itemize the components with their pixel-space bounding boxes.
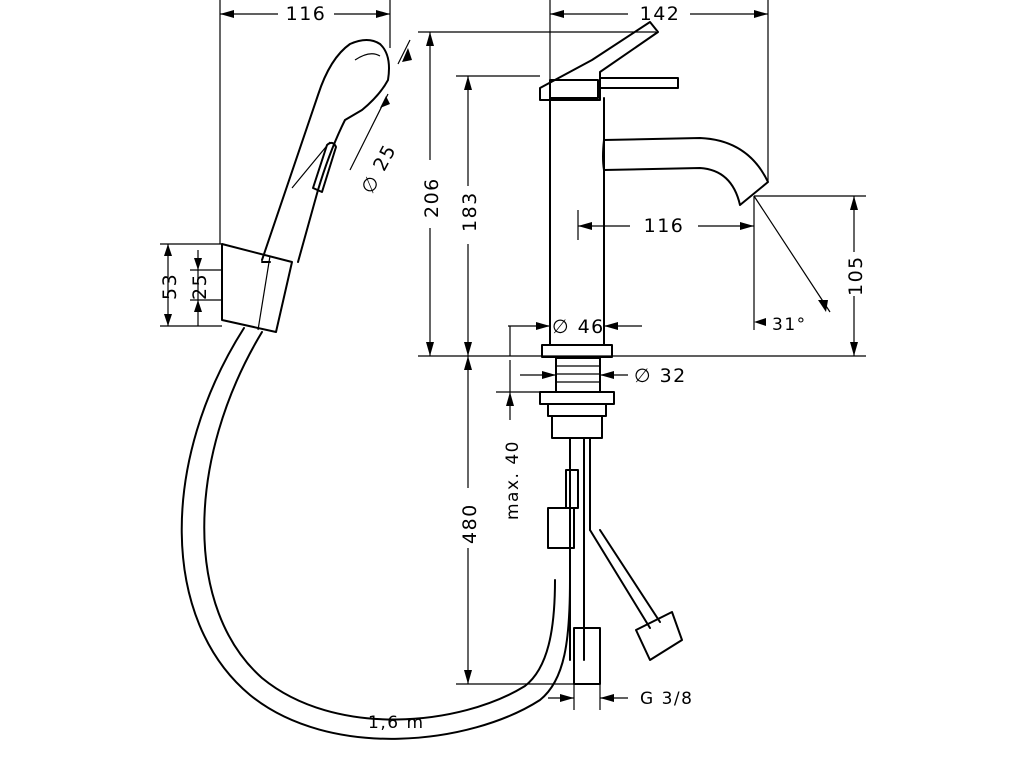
dim-thread-diameter: ∅ 32 [634, 365, 687, 387]
dim-spout-height: 183 [459, 191, 481, 232]
dim-outlet-height: 105 [845, 255, 867, 296]
dim-outlet-angle: 31° [772, 315, 807, 335]
dim-projection: 142 [640, 3, 681, 25]
dim-holder-width: 25 [189, 273, 211, 300]
dim-max-thickness: max. 40 [503, 440, 523, 520]
shower-hose [180, 327, 571, 740]
hand-shower [261, 39, 390, 263]
dim-shower-width: 116 [286, 3, 327, 25]
dim-body-diameter: ∅ 46 [552, 316, 605, 338]
shower-holder [221, 243, 293, 333]
dim-connection: G 3/8 [640, 689, 693, 709]
dim-total-height: 206 [421, 177, 443, 218]
mixer-tap [539, 21, 769, 685]
dim-holder-height: 53 [159, 273, 181, 300]
dim-spout-reach: 116 [644, 215, 685, 237]
dim-hose-length: 1,6 m [368, 713, 425, 733]
dim-supply-length: 480 [459, 503, 481, 544]
dim-shower-head-diameter: ∅ 25 [357, 140, 401, 197]
